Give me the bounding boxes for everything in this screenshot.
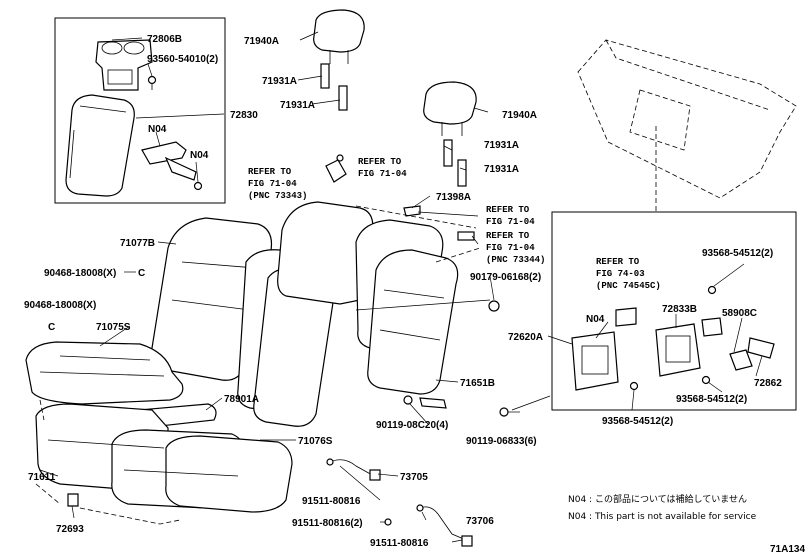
part-label-72833B: 72833B [662, 304, 697, 315]
refer-2-line-1: REFER TO [358, 157, 402, 167]
part-label-71931A-1: 71931A [262, 76, 297, 87]
refer-5-line-2: FIG 74-03 [596, 269, 645, 279]
headrest-center-part [313, 9, 365, 64]
part-label-93568-54512-top: 93568-54512(2) [702, 248, 773, 259]
armrest-assembly-part [65, 94, 135, 197]
refer-1-line-2: FIG 71-04 [248, 179, 297, 189]
refer-3-line-1: REFER TO [486, 205, 530, 215]
part-label-91511-80816-c: 91511-80816 [370, 538, 429, 549]
part-label-58908C: 58908C [722, 308, 757, 319]
module-nut-part [629, 285, 717, 391]
refer-5-line-3: (PNC 74545C) [596, 281, 661, 291]
rear-seatback-right-part [277, 201, 459, 395]
part-label-71940A-right: 71940A [502, 110, 537, 121]
armrest-hinge-part [141, 141, 203, 191]
part-label-93560-54010: 93560-54010(2) [147, 54, 218, 65]
note-n04-english: N04 : This part is not available for ser… [568, 512, 757, 522]
figure-id: 71A134 [770, 544, 805, 555]
rear-seat-cushion-upper-part [25, 341, 184, 405]
bolt-part [403, 300, 509, 417]
part-label-90468-18008-lower: 90468-18008(X) [24, 300, 96, 311]
seatback-bracket-part [419, 397, 447, 409]
module-clip-part [701, 317, 775, 371]
part-label-n04-module: N04 [586, 314, 605, 325]
wire-harness-73705-part [326, 458, 381, 481]
armrest-screw-part [147, 75, 157, 90]
part-label-73705: 73705 [400, 472, 428, 483]
part-label-73706: 73706 [466, 516, 494, 527]
refer-3-line-2: FIG 71-04 [486, 217, 535, 227]
part-label-90468-18008-upper: 90468-18008(X) [44, 268, 116, 279]
part-label-71398A: 71398A [436, 192, 471, 203]
leader-lines [39, 31, 763, 543]
seatback-clip-part [325, 154, 347, 183]
part-label-71075S: 71075S [96, 322, 131, 333]
part-label-71651B: 71651B [460, 378, 495, 389]
refer-1-line-3: (PNC 73343) [248, 191, 307, 201]
refer-1-line-1: REFER TO [248, 167, 292, 177]
part-label-n04-armrest-1: N04 [148, 124, 167, 135]
refer-4-line-3: (PNC 73344) [486, 255, 545, 265]
part-label-72862: 72862 [754, 378, 782, 389]
armrest-detail-box [54, 17, 226, 204]
note-n04-japanese: N04 : この部品については補給していません [568, 493, 747, 505]
vehicle-body-ghost [577, 39, 797, 212]
part-label-90119-08C20: 90119-08C20(4) [376, 420, 448, 431]
rear-seat-cushion-lower-part [35, 403, 293, 513]
wire-harness-73706-part [416, 504, 473, 547]
part-label-91511-80816-b: 91511-80816(2) [292, 518, 363, 529]
part-label-71611: 71611 [28, 472, 56, 483]
headrest-right-part [423, 81, 477, 136]
part-label-72620A: 72620A [508, 332, 543, 343]
part-label-c-lower: C [48, 322, 55, 333]
control-module-part [655, 323, 701, 377]
part-label-71931A-2: 71931A [280, 100, 315, 111]
part-label-72693: 72693 [56, 524, 84, 535]
part-label-71940A-center: 71940A [244, 36, 279, 47]
part-label-71077B: 71077B [120, 238, 155, 249]
part-label-71931A-4: 71931A [484, 164, 519, 175]
part-label-91511-80816-a: 91511-80816 [302, 496, 361, 507]
refer-4-line-1: REFER TO [486, 231, 530, 241]
refer-2-line-2: FIG 71-04 [358, 169, 407, 179]
part-label-71931A-3: 71931A [484, 140, 519, 151]
part-label-72806B: 72806B [147, 34, 182, 45]
headrest-guide-part [320, 63, 348, 111]
refer-5-line-1: REFER TO [596, 257, 640, 267]
control-module-detail-box [551, 211, 797, 411]
cushion-clip-part [67, 493, 79, 507]
headrest-guide-right-part [443, 139, 467, 187]
part-label-n04-armrest-2: N04 [190, 150, 209, 161]
part-label-72830: 72830 [230, 110, 258, 121]
part-label-71076S: 71076S [298, 436, 333, 447]
refer-4-line-2: FIG 71-04 [486, 243, 535, 253]
part-label-93568-54512-bottom: 93568-54512(2) [602, 416, 673, 427]
part-label-90119-06833: 90119-06833(6) [466, 436, 537, 447]
module-cover-part [615, 307, 637, 327]
part-label-c-upper: C [138, 268, 145, 279]
armrest-cupholder-part [95, 39, 153, 91]
part-label-78901A: 78901A [224, 394, 259, 405]
module-bracket-part [571, 331, 619, 391]
part-label-90179-06168: 90179-06168(2) [470, 272, 541, 283]
part-label-93568-54512-mid: 93568-54512(2) [676, 394, 747, 405]
cover-hook-part [403, 205, 475, 241]
dashed-leader-lines [35, 205, 481, 525]
